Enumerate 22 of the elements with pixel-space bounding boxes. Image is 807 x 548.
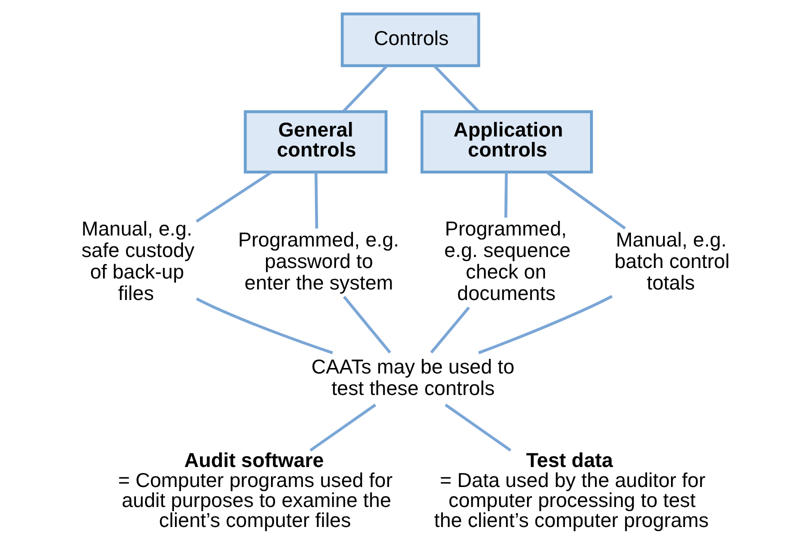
connector xyxy=(342,64,388,112)
connector xyxy=(478,295,612,354)
connector xyxy=(309,404,376,452)
connector xyxy=(432,64,479,112)
connector xyxy=(342,296,391,354)
connector xyxy=(504,172,508,218)
node-text: CAATs may be used to test these controls xyxy=(310,356,514,400)
node-text: Programmed, e.g. sequence check on documents xyxy=(444,218,570,306)
connector xyxy=(195,298,333,354)
connector xyxy=(195,170,272,223)
node-text: Test data = Data used by the auditor for computer processing to test the client’s computer programs xyxy=(434,450,708,532)
connector xyxy=(545,170,626,230)
node-text: Programmed, e.g. password to enter the system xyxy=(238,229,399,294)
connector xyxy=(314,172,318,229)
node-box: Controls xyxy=(340,12,480,68)
node-text: Manual, e.g. batch control totals xyxy=(614,229,730,294)
node-box: General controls xyxy=(243,110,387,174)
node-text: Manual, e.g. safe custody of back-up files xyxy=(80,218,194,306)
node-text: Audit software = Computer programs used for audit purposes to examine the client’s computer files xyxy=(118,450,392,532)
connector xyxy=(430,306,470,354)
node-box: Application controls xyxy=(420,110,592,174)
connector xyxy=(444,404,511,452)
